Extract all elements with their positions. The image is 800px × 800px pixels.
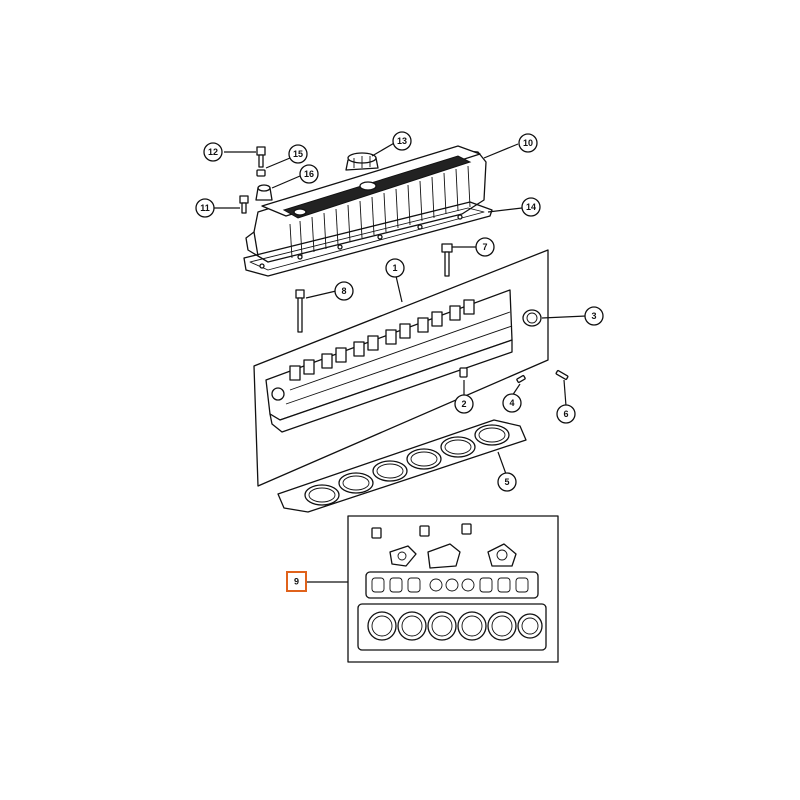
callout-2: 2 (454, 394, 474, 414)
callout-8: 8 (334, 281, 354, 301)
callout-6: 6 (556, 404, 576, 424)
callout-3-label: 3 (591, 311, 596, 321)
callout-7-label: 7 (482, 242, 487, 252)
callout-9-label: 9 (294, 577, 299, 587)
callout-3: 3 (584, 306, 604, 326)
expansion-plug-3[interactable] (522, 309, 542, 327)
callout-16: 16 (299, 164, 319, 184)
pin-6[interactable] (555, 369, 569, 381)
callout-13-label: 13 (397, 136, 407, 146)
callout-16-label: 16 (304, 169, 314, 179)
valve-cover-gasket[interactable] (243, 201, 493, 277)
breather-16[interactable] (255, 184, 273, 201)
head-gasket-5[interactable] (277, 419, 527, 513)
callout-7: 7 (475, 237, 495, 257)
callout-14: 14 (521, 197, 541, 217)
callout-11-label: 11 (200, 203, 210, 213)
dowel-2[interactable] (459, 367, 468, 378)
callout-13: 13 (392, 131, 412, 151)
pin-4[interactable] (516, 374, 526, 384)
callout-1: 1 (385, 258, 405, 278)
leader-lines (214, 141, 587, 583)
callout-1-label: 1 (392, 263, 397, 273)
callout-10: 10 (518, 133, 538, 153)
callout-5-label: 5 (504, 477, 509, 487)
bolt-12[interactable] (256, 146, 266, 168)
callout-9[interactable]: 9 (286, 571, 307, 592)
callout-2-label: 2 (461, 399, 466, 409)
valve-cover[interactable] (245, 145, 487, 263)
valve-11[interactable] (239, 195, 249, 214)
callout-15: 15 (288, 144, 308, 164)
cylinder-head[interactable] (265, 289, 513, 433)
callout-14-label: 14 (526, 202, 536, 212)
callout-12-label: 12 (208, 147, 218, 157)
callout-11: 11 (195, 198, 215, 218)
head-bolt-7[interactable] (441, 243, 453, 277)
callout-4: 4 (502, 393, 522, 413)
callout-10-label: 10 (523, 138, 533, 148)
head-stud-8[interactable] (295, 289, 305, 333)
callout-5: 5 (497, 472, 517, 492)
callout-4-label: 4 (509, 398, 514, 408)
callout-15-label: 15 (293, 149, 303, 159)
grommet-15[interactable] (256, 169, 266, 177)
cylinder-head-frame (253, 249, 549, 487)
callout-8-label: 8 (341, 286, 346, 296)
oil-filler-cap-13[interactable] (345, 152, 379, 171)
gasket-kit-box[interactable] (347, 515, 559, 663)
callout-12: 12 (203, 142, 223, 162)
callout-6-label: 6 (563, 409, 568, 419)
